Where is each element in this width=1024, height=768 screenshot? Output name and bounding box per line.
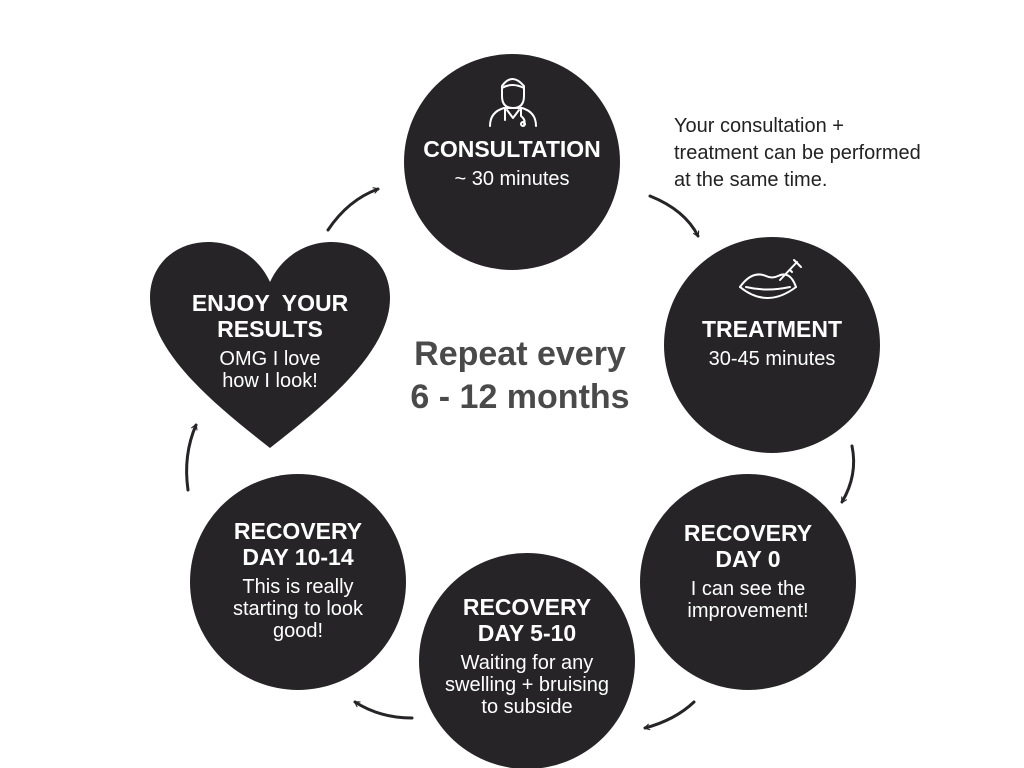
- treatment-title: TREATMENT: [701, 316, 843, 342]
- enjoy-results-heart-shape: [150, 242, 390, 448]
- consultation-note-line1: Your consultation +: [674, 115, 844, 137]
- recovery-day-10-14-title-line2: DAY 10-14: [242, 544, 354, 570]
- enjoy-results-title-line1: ENJOY YOUR: [191, 290, 349, 316]
- center-label: Repeat every 6 - 12 months: [360, 333, 680, 419]
- recovery-day-0-node-circle: [640, 474, 856, 690]
- arrow-recovery-day-0-to-day-5-10: [643, 700, 696, 731]
- enjoy-results-title-line2: RESULTS: [217, 316, 323, 342]
- arrow-enjoy-to-consultation: [326, 187, 380, 232]
- enjoy-results-title: ENJOY YOUR RESULTS: [192, 290, 348, 342]
- recovery-day-5-10-title-line1: RECOVERY: [462, 594, 592, 620]
- arrow-treatment-to-recovery-day-0: [840, 444, 856, 504]
- consultation-node-circle: [404, 54, 620, 270]
- enjoy-results-desc: OMG I love how I look!: [219, 348, 320, 392]
- recovery-day-10-14-desc: This is really starting to look good!: [233, 576, 363, 642]
- recovery-day-0-title: RECOVERY DAY 0: [684, 520, 812, 572]
- enjoy-results-node: ENJOY YOUR RESULTS OMG I love how I look…: [170, 290, 370, 392]
- recovery-day-0-desc-line1: I can see the: [690, 578, 806, 600]
- recovery-day-10-14-node: RECOVERY DAY 10-14 This is really starti…: [198, 518, 398, 642]
- consultation-node: CONSULTATION ~ 30 minutes: [412, 136, 612, 190]
- recovery-day-0-title-line2: DAY 0: [715, 546, 781, 572]
- recovery-day-5-10-node-circle: [419, 553, 635, 768]
- treatment-duration: 30-45 minutes: [708, 348, 836, 370]
- consultation-title: CONSULTATION: [423, 136, 601, 162]
- recovery-day-5-10-node: RECOVERY DAY 5-10 Waiting for any swelli…: [422, 594, 632, 718]
- recovery-day-5-10-desc: Waiting for any swelling + bruising to s…: [445, 652, 609, 718]
- center-label-line1: Repeat every: [414, 335, 626, 373]
- recovery-day-5-10-title-line2: DAY 5-10: [477, 620, 577, 646]
- recovery-day-10-14-desc-line2: starting to look: [232, 598, 364, 620]
- recovery-day-10-14-desc-line1: This is really: [242, 576, 354, 598]
- recovery-day-5-10-title: RECOVERY DAY 5-10: [463, 594, 591, 646]
- treatment-node: TREATMENT 30-45 minutes: [672, 316, 872, 370]
- arrow-day-10-14-to-enjoy: [185, 423, 198, 492]
- enjoy-results-desc-line1: OMG I love: [219, 348, 321, 370]
- recovery-day-10-14-desc-line3: good!: [272, 620, 324, 642]
- center-label-line2: 6 - 12 months: [410, 378, 630, 416]
- consultation-note: Your consultation + treatment can be per…: [674, 113, 994, 194]
- recovery-day-0-desc: I can see the improvement!: [687, 578, 808, 622]
- recovery-day-5-10-desc-line1: Waiting for any: [460, 652, 594, 674]
- recovery-day-10-14-title-line1: RECOVERY: [233, 518, 363, 544]
- recovery-day-5-10-desc-line3: to subside: [481, 696, 573, 718]
- recovery-day-10-14-title: RECOVERY DAY 10-14: [234, 518, 362, 570]
- treatment-node-circle: [664, 237, 880, 453]
- recovery-day-5-10-desc-line2: swelling + bruising: [445, 674, 609, 696]
- consultation-note-line3: at the same time.: [674, 169, 828, 191]
- recovery-day-0-desc-line2: improvement!: [687, 600, 809, 622]
- recovery-day-10-14-node-circle: [190, 474, 406, 690]
- enjoy-results-desc-line2: how I look!: [222, 370, 318, 392]
- consultation-duration: ~ 30 minutes: [454, 168, 570, 190]
- lips-injection-icon: [739, 259, 802, 299]
- doctor-icon: [489, 78, 537, 127]
- consultation-note-line2: treatment can be performed: [674, 142, 921, 164]
- arrow-consultation-to-treatment: [648, 194, 700, 238]
- recovery-day-0-title-line1: RECOVERY: [683, 520, 813, 546]
- arrow-day-5-10-to-day-10-14: [353, 700, 414, 720]
- recovery-day-0-node: RECOVERY DAY 0 I can see the improvement…: [648, 520, 848, 622]
